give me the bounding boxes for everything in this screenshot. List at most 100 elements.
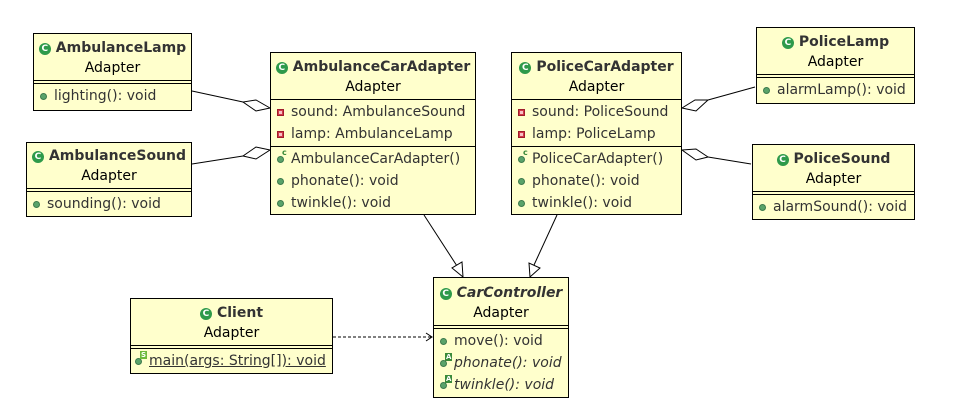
class-name: AmbulanceSound — [48, 148, 187, 164]
package-name: Adapter — [807, 54, 864, 70]
attribute-text: sound: AmbulanceSound — [291, 104, 466, 120]
method-text: twinkle(): void — [454, 377, 555, 393]
method-text: twinkle(): void — [291, 195, 392, 211]
class-icon: C — [275, 62, 288, 74]
method-text: twinkle(): void — [532, 195, 633, 211]
class-name: AmbulanceLamp — [55, 40, 187, 56]
attribute-text: lamp: PoliceLamp — [532, 126, 656, 142]
private-field-icon — [518, 108, 525, 116]
aggregation-diamond — [680, 148, 710, 161]
attribute-text: sound: PoliceSound — [532, 104, 669, 120]
methods-compartment: alarmLamp(): void — [757, 78, 914, 102]
method-text: main(args: String[]): void — [149, 353, 326, 369]
class-ambulance-sound[interactable]: C AmbulanceSound Adapter sounding(): void — [26, 142, 192, 217]
public-method-icon — [763, 86, 770, 94]
method-text: AmbulanceCarAdapter() — [291, 151, 461, 167]
method-row[interactable]: phonate(): void — [516, 170, 681, 192]
method-text: PoliceCarAdapter() — [532, 151, 664, 167]
method-text: sounding(): void — [47, 196, 161, 212]
aggregation-diamond — [241, 146, 272, 160]
class-name: Client — [216, 305, 264, 321]
method-row[interactable]: move(): void — [438, 330, 568, 352]
class-icon: C — [776, 154, 789, 166]
class-icon: C — [38, 43, 51, 55]
attributes-compartment: sound: AmbulanceSound lamp: AmbulanceLam… — [271, 100, 475, 146]
class-icon: C — [199, 308, 212, 320]
package-name: Adapter — [568, 79, 625, 95]
attribute-row[interactable]: lamp: AmbulanceLamp — [275, 123, 475, 145]
class-police-car-adapter[interactable]: C PoliceCarAdapter Adapter sound: PoliceS… — [511, 52, 682, 215]
dependency-arrowhead — [425, 332, 433, 342]
constructor-icon — [277, 155, 284, 163]
attribute-row[interactable]: lamp: PoliceLamp — [516, 123, 681, 145]
class-icon: C — [519, 62, 532, 74]
private-field-icon — [277, 130, 284, 138]
method-row[interactable]: twinkle(): void — [516, 192, 681, 214]
generalization-police-car-adapter — [528, 214, 558, 279]
compartment-separator — [434, 325, 568, 329]
abstract-class-icon: C — [439, 288, 452, 300]
package-name: Adapter — [473, 305, 529, 321]
class-name: PoliceCarAdapter — [536, 59, 674, 75]
method-row[interactable]: lighting(): void — [38, 85, 191, 107]
aggregation-police-sound — [680, 148, 752, 165]
class-icon: C — [31, 151, 44, 163]
generalization-arrowhead — [451, 261, 464, 279]
public-method-icon — [440, 337, 447, 345]
method-row[interactable]: alarmLamp(): void — [761, 79, 914, 101]
package-name: Adapter — [345, 79, 401, 95]
method-row[interactable]: alarmSound(): void — [757, 196, 914, 218]
method-row[interactable]: phonate(): void — [275, 170, 475, 192]
private-field-icon — [518, 130, 525, 138]
method-text: phonate(): void — [291, 173, 399, 189]
compartment-separator — [512, 146, 681, 147]
package-name: Adapter — [84, 60, 141, 76]
method-row[interactable]: twinkle(): void — [275, 192, 475, 214]
compartment-separator — [34, 80, 191, 84]
methods-compartment: lighting(): void — [34, 84, 191, 108]
aggregation-ambulance-sound — [191, 146, 272, 165]
attribute-row[interactable]: sound: PoliceSound — [516, 101, 681, 123]
attribute-row[interactable]: sound: AmbulanceSound — [275, 101, 475, 123]
compartment-separator — [131, 345, 332, 349]
class-ambulance-lamp[interactable]: C AmbulanceLamp Adapter lighting(): void — [33, 33, 192, 111]
package-name: Adapter — [81, 168, 137, 184]
public-method-icon — [518, 177, 525, 185]
aggregation-police-lamp — [680, 86, 756, 112]
method-row[interactable]: sounding(): void — [31, 193, 191, 215]
public-method-icon — [518, 199, 525, 207]
compartment-separator — [271, 146, 475, 147]
private-field-icon — [277, 108, 284, 116]
attribute-text: lamp: AmbulanceLamp — [291, 126, 453, 142]
abstract-method-icon — [440, 381, 447, 389]
public-method-icon — [277, 177, 284, 185]
abstract-method-icon — [440, 359, 447, 367]
compartment-separator — [27, 188, 191, 192]
package-name: Adapter — [203, 325, 260, 341]
package-name: Adapter — [805, 171, 862, 187]
compartment-separator — [757, 74, 914, 78]
aggregation-diamond — [241, 99, 272, 112]
methods-compartment: sounding(): void — [27, 192, 191, 216]
compartment-separator — [512, 99, 681, 100]
class-icon: C — [781, 37, 794, 49]
public-method-icon — [759, 203, 766, 211]
method-text: alarmSound(): void — [773, 199, 907, 215]
public-method-icon — [40, 92, 47, 100]
method-text: phonate(): void — [454, 355, 562, 371]
class-name: CarController — [456, 285, 563, 301]
